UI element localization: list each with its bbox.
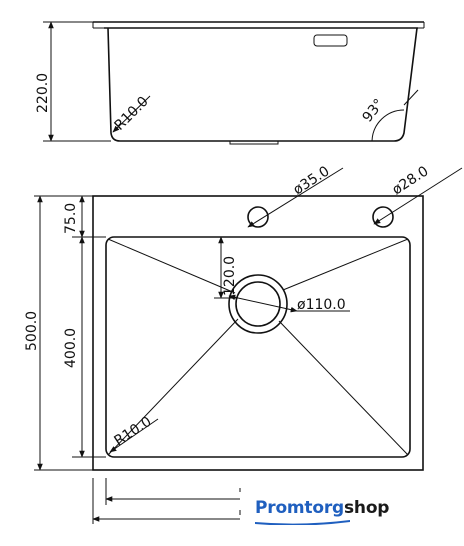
tap-hole-right xyxy=(372,206,394,228)
diagonal-top-left xyxy=(107,238,236,294)
top-view: ø35.0 ø28.0 500.0 75.0 400.0 120.0 ø110.… xyxy=(24,163,463,524)
drain-diameter-label: ø110.0 xyxy=(297,297,346,313)
logo-part1: Promtorg xyxy=(255,498,344,518)
corner-radius-top-label: R10.0 xyxy=(112,94,152,134)
outer-rim xyxy=(92,195,424,471)
tap-hole-left-label: ø35.0 xyxy=(290,163,332,198)
overflow-slot xyxy=(313,34,348,47)
inner-bowl xyxy=(105,236,411,458)
drain-inner-ring xyxy=(235,281,281,327)
drain-offset-label: 120.0 xyxy=(222,256,238,296)
overall-height-label: 500.0 xyxy=(24,311,40,351)
side-view: 220.0 R10.0 93° xyxy=(35,21,425,145)
bowl-height-label: 400.0 xyxy=(63,328,79,368)
promtorgshop-logo: Promtorgshop xyxy=(255,498,390,525)
drain-outlet-side xyxy=(229,140,279,145)
depth-label: 220.0 xyxy=(35,73,51,113)
diagonal-top-right xyxy=(282,238,409,291)
tap-hole-right-label: ø28.0 xyxy=(389,163,431,198)
top-offset-label: 75.0 xyxy=(63,203,79,234)
logo-part2: shop xyxy=(344,498,390,518)
logo-swoosh-icon xyxy=(255,520,350,525)
tap-hole-left xyxy=(247,206,269,228)
wall-angle-label: 93° xyxy=(360,96,388,125)
corner-radius-bowl-label: R10.0 xyxy=(111,414,154,450)
diagonal-bottom-right xyxy=(278,320,409,456)
diagonal-bottom-left xyxy=(107,318,239,456)
